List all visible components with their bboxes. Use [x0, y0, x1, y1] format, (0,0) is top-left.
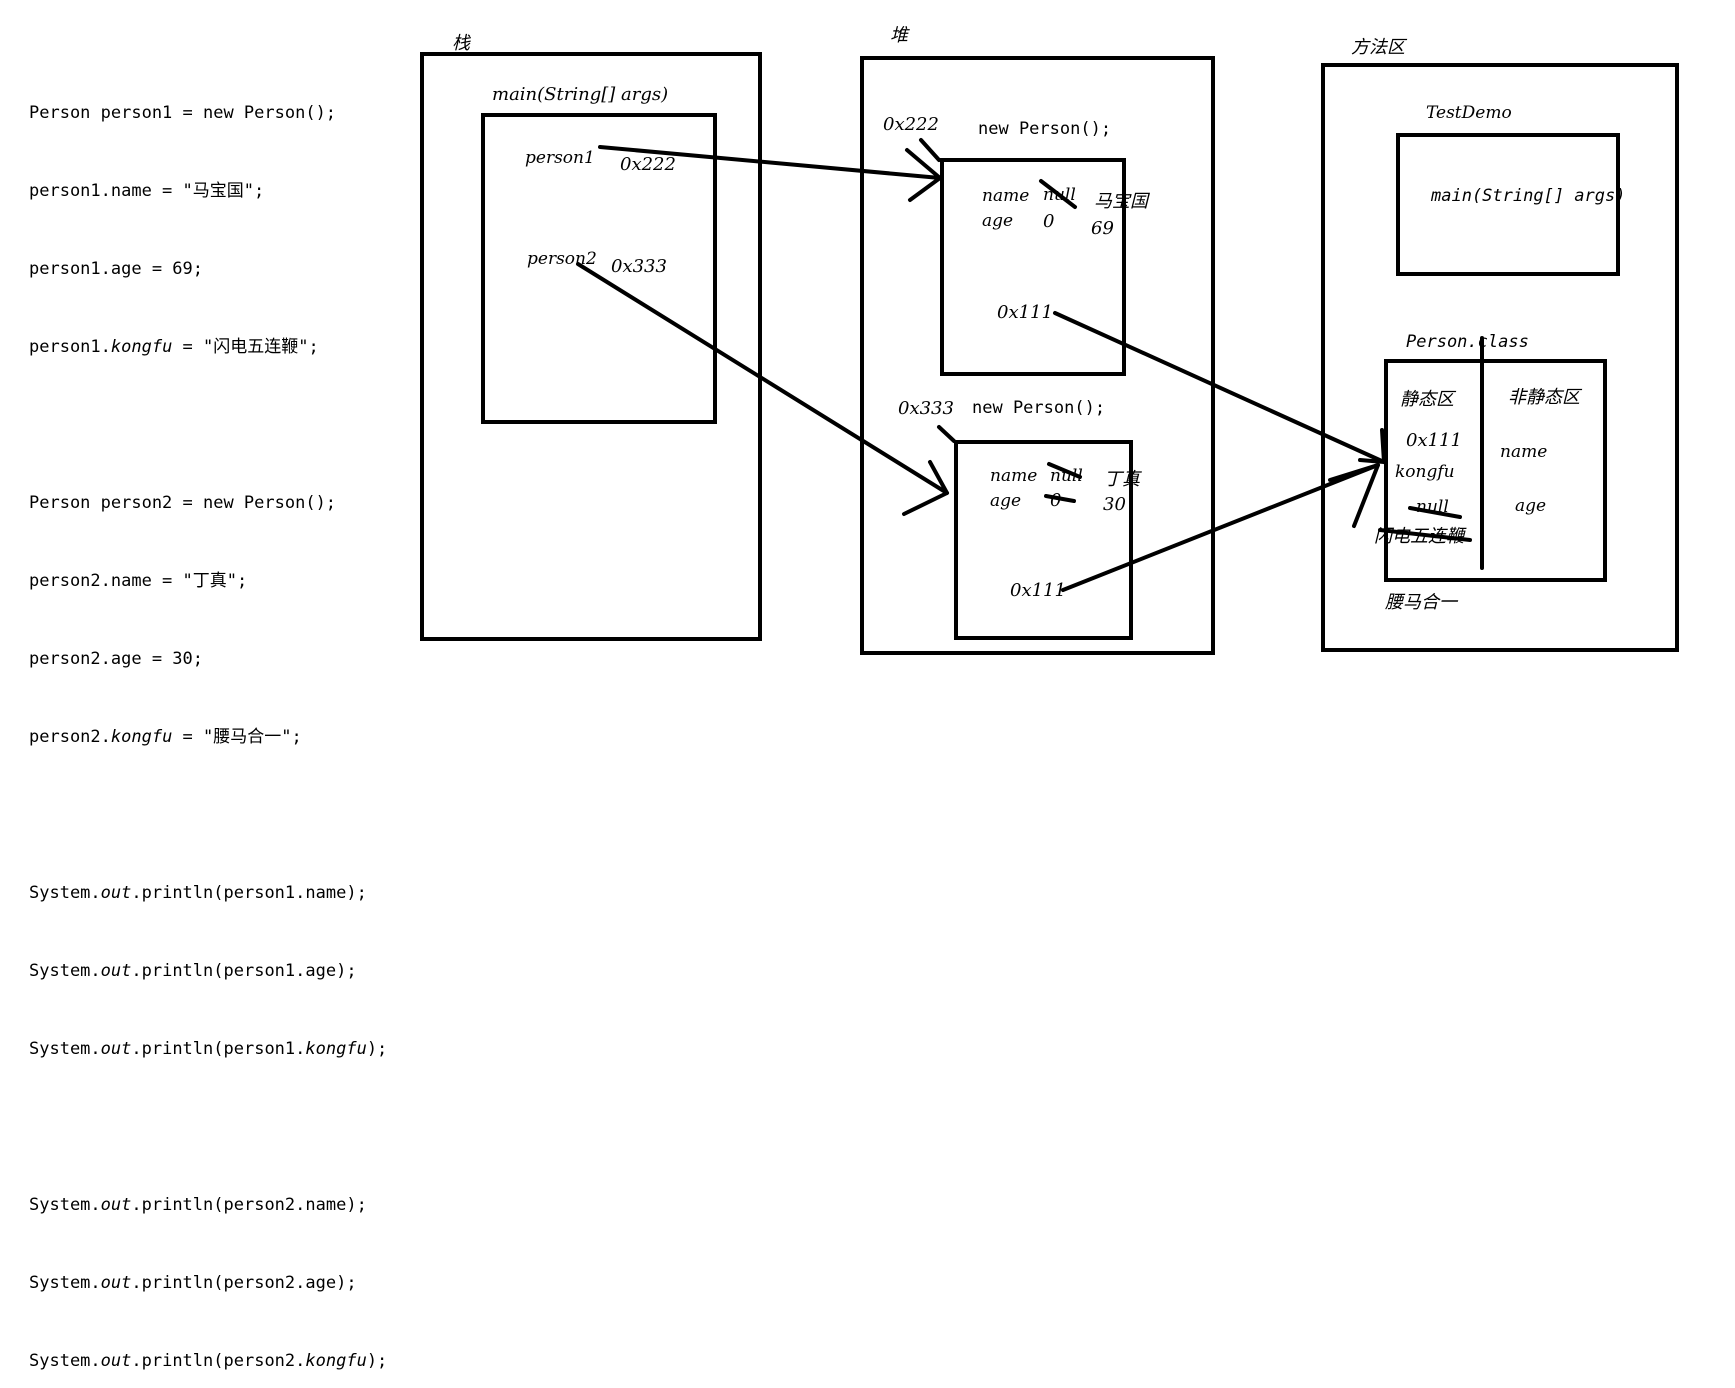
main-frame-label: main(String[] args): [492, 84, 669, 105]
strike-mark: [1039, 179, 1077, 209]
main-frame: [481, 113, 717, 424]
person-class-box: [1384, 359, 1607, 582]
addr-tick: [919, 138, 941, 162]
person1-addr: 0x222: [620, 154, 676, 175]
code-line: Person person2 = new Person();: [29, 493, 337, 513]
code-line: person1.age = 69;: [29, 259, 203, 279]
code-line: System.out.println(person1.age);: [29, 961, 357, 981]
object1-to-class-arrow: [1053, 311, 1386, 464]
obj1-age-old: 0: [1043, 211, 1055, 232]
obj2-class-ref: 0x111: [1010, 580, 1066, 601]
obj2-age-new: 30: [1103, 494, 1126, 515]
addr-tick: [937, 425, 956, 443]
nonstatic-field-name: name: [1500, 442, 1548, 462]
obj2-name-old: null: [1050, 466, 1083, 486]
strike-mark: [1047, 462, 1082, 479]
strike-mark: [1044, 494, 1076, 503]
code-line: person1.kongfu = "闪电五连鞭";: [29, 337, 319, 357]
person2-addr: 0x333: [611, 256, 667, 277]
code-line: System.out.println(person2.name);: [29, 1195, 367, 1215]
person2-to-object2-arrow: [576, 262, 949, 495]
code-line: person2.name = "丁真";: [29, 571, 248, 591]
obj1-age-key: age: [982, 211, 1014, 231]
obj2-addr: 0x333: [898, 398, 954, 419]
arrowhead: [905, 148, 942, 202]
obj2-age-key: age: [990, 491, 1022, 511]
arrowhead: [1358, 428, 1386, 464]
obj1-addr: 0x222: [883, 114, 939, 135]
code-line: System.out.println(person2.kongfu);: [29, 1351, 388, 1371]
code-line: person2.age = 30;: [29, 649, 203, 669]
obj1-class-ref: 0x111: [997, 302, 1053, 323]
stack-title: 栈: [452, 33, 470, 54]
code-line: person1.name = "马宝国";: [29, 181, 265, 201]
nonstatic-area-label: 非静态区: [1508, 387, 1580, 408]
obj1-name-new: 马宝国: [1094, 191, 1148, 212]
code-line: Person person1 = new Person();: [29, 103, 337, 123]
static-addr: 0x111: [1406, 430, 1462, 451]
method-area-region: [1321, 63, 1679, 652]
arrows-layer: [576, 138, 1484, 592]
nonstatic-field-age: age: [1515, 496, 1547, 516]
strike-mark: [1378, 528, 1472, 542]
person2-object: [954, 440, 1133, 640]
static-area-label: 静态区: [1400, 389, 1454, 410]
heap-title: 堆: [890, 25, 908, 46]
testdemo-label: TestDemo: [1426, 103, 1512, 123]
method-area-title: 方法区: [1351, 37, 1405, 58]
arrowhead: [902, 460, 949, 516]
code-line: System.out.println(person1.name);: [29, 883, 367, 903]
obj2-name-new: 丁真: [1104, 469, 1140, 490]
heap-region: [860, 56, 1215, 655]
object2-to-class-arrow: [1061, 463, 1380, 592]
static-field-kongfu: kongfu: [1395, 462, 1455, 482]
person-class-label: Person.class: [1406, 332, 1529, 352]
person1-object: [940, 158, 1126, 376]
stack-region: [420, 52, 762, 641]
testdemo-main: main(String[] args): [1431, 186, 1626, 206]
obj2-age-old: 0: [1050, 490, 1062, 511]
strike-mark: [1408, 506, 1462, 519]
obj1-ctor: new Person();: [978, 119, 1112, 139]
code-line: System.out.println(person2.age);: [29, 1273, 357, 1293]
memory-diagram: Person person1 = new Person(); person1.n…: [29, 25, 1679, 1371]
obj1-age-new: 69: [1091, 218, 1114, 239]
static-value-2: 腰马合一: [1385, 592, 1457, 613]
testdemo-class: [1396, 133, 1620, 276]
code-line: person2.kongfu = "腰马合一";: [29, 727, 302, 747]
obj2-name-key: name: [990, 466, 1038, 486]
obj1-name-key: name: [982, 186, 1030, 206]
arrowhead: [1328, 463, 1380, 528]
obj2-ctor: new Person();: [972, 398, 1106, 418]
person1-var: person1: [525, 148, 595, 168]
person1-to-object1-arrow: [598, 145, 942, 180]
code-line: System.out.println(person1.kongfu);: [29, 1039, 388, 1059]
